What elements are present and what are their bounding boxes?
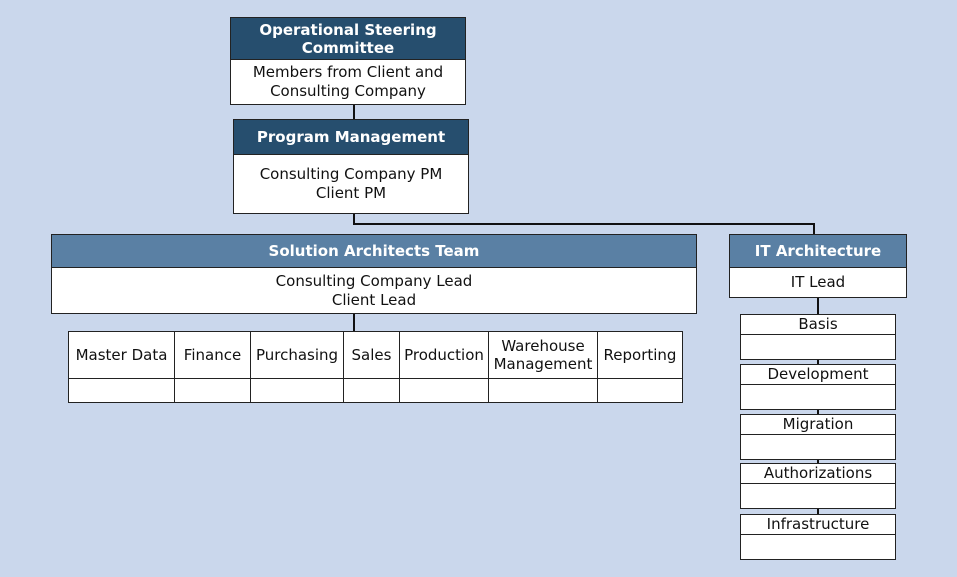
functional-areas-empty-row xyxy=(68,378,683,403)
function-cell-empty xyxy=(174,378,251,403)
steering-committee-box: Operational Steering Committee Members f… xyxy=(230,17,466,105)
program-management-box: Program Management Consulting Company PM… xyxy=(233,119,469,214)
function-warehouse-management: Warehouse Management xyxy=(488,331,598,379)
function-master-data: Master Data xyxy=(68,331,175,379)
function-production: Production xyxy=(399,331,489,379)
it-architecture-lead: IT Lead xyxy=(790,273,846,291)
connector-architects-functions xyxy=(353,313,355,331)
program-management-members: Consulting Company PM Client PM xyxy=(259,165,443,202)
function-finance: Finance xyxy=(174,331,251,379)
it-team-development-label: Development xyxy=(741,365,895,385)
functional-areas-header-row: Master Data Finance Purchasing Sales Pro… xyxy=(68,331,683,379)
solution-architects-box: Solution Architects Team Consulting Comp… xyxy=(51,234,697,314)
function-purchasing: Purchasing xyxy=(250,331,344,379)
it-architecture-title: IT Architecture xyxy=(730,235,906,268)
function-cell-empty xyxy=(488,378,598,403)
function-cell-empty xyxy=(68,378,175,403)
program-management-title: Program Management xyxy=(234,120,468,155)
it-architecture-box: IT Architecture IT Lead xyxy=(729,234,907,298)
solution-architects-leads: Consulting Company Lead Client Lead xyxy=(275,271,473,309)
steering-committee-members: Members from Client and Consulting Compa… xyxy=(252,63,444,100)
connector-horizontal xyxy=(353,223,815,225)
it-team-basis: Basis xyxy=(740,314,896,360)
function-cell-empty xyxy=(250,378,344,403)
connector-steering-program xyxy=(353,104,355,120)
it-team-development: Development xyxy=(740,364,896,410)
it-team-infrastructure-label: Infrastructure xyxy=(741,515,895,535)
function-reporting: Reporting xyxy=(597,331,683,379)
it-team-authorizations: Authorizations xyxy=(740,463,896,509)
function-cell-empty xyxy=(343,378,400,403)
solution-architects-title: Solution Architects Team xyxy=(52,235,696,268)
steering-committee-title: Operational Steering Committee xyxy=(231,18,465,60)
it-team-authorizations-label: Authorizations xyxy=(741,464,895,484)
connector-program-down xyxy=(353,213,355,224)
function-cell-empty xyxy=(399,378,489,403)
function-sales: Sales xyxy=(343,331,400,379)
connector-to-it xyxy=(813,223,815,235)
functional-areas-table: Master Data Finance Purchasing Sales Pro… xyxy=(68,331,683,403)
it-team-basis-label: Basis xyxy=(741,315,895,335)
it-team-infrastructure: Infrastructure xyxy=(740,514,896,560)
function-cell-empty xyxy=(597,378,683,403)
it-team-migration: Migration xyxy=(740,414,896,460)
it-team-migration-label: Migration xyxy=(741,415,895,435)
